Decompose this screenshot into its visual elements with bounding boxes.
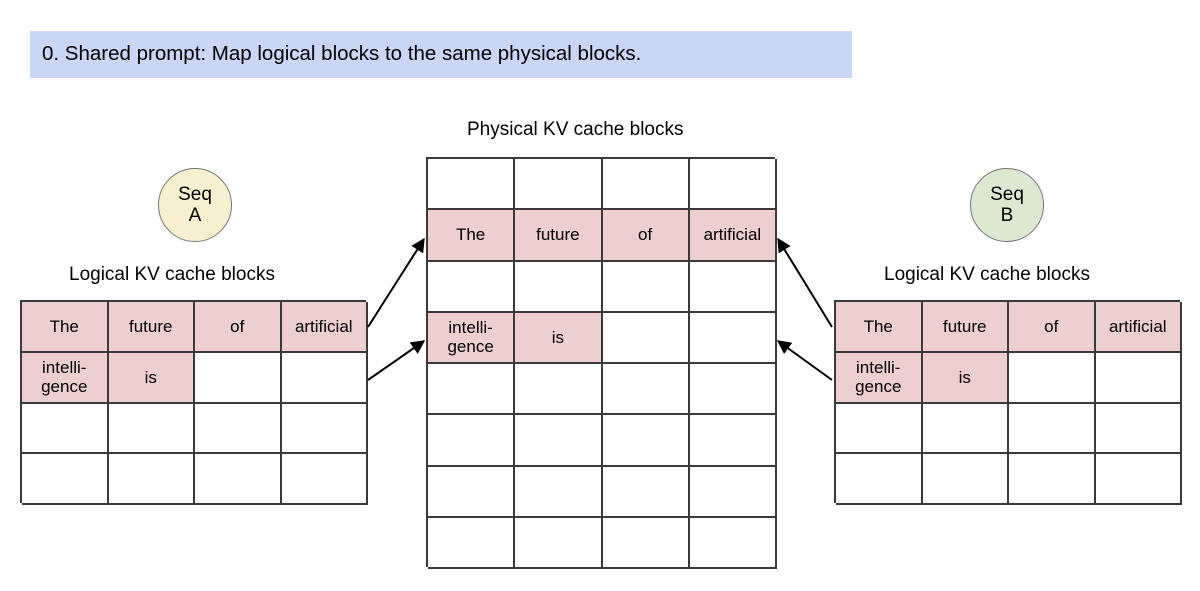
kv-block-cell xyxy=(515,261,603,313)
kv-block-cell xyxy=(689,312,777,364)
kv-block-cell: future xyxy=(515,210,603,262)
kv-block-cell xyxy=(515,517,603,569)
kv-block-cell xyxy=(195,352,282,404)
kv-block-cell xyxy=(22,403,109,455)
seq-a-label-line1: Seq xyxy=(178,183,212,205)
kv-block-cell xyxy=(22,454,109,505)
shared-prompt-text: 0. Shared prompt: Map logical blocks to … xyxy=(42,42,642,66)
kv-block-cell xyxy=(428,261,516,313)
logical-kv-cache-caption-right: Logical KV cache blocks xyxy=(884,264,1090,285)
logical-kv-cache-caption-left: Logical KV cache blocks xyxy=(69,264,275,285)
kv-block-cell xyxy=(689,415,777,467)
arrow-right-row1-to-physical-row2 xyxy=(777,237,833,328)
kv-block-cell xyxy=(428,364,516,416)
kv-block-cell: of xyxy=(195,302,282,353)
kv-block-cell xyxy=(1009,403,1096,455)
kv-block-cell: artificial xyxy=(689,210,777,262)
kv-block-cell xyxy=(1009,352,1096,404)
kv-block-cell: The xyxy=(428,210,516,262)
kv-block-cell: is xyxy=(108,352,195,404)
arrow-right-row2-to-physical-row4 xyxy=(776,340,833,381)
kv-block-cell xyxy=(515,159,603,211)
seq-b-badge: Seq B xyxy=(970,168,1044,242)
kv-block-cell xyxy=(281,352,368,404)
kv-block-cell xyxy=(281,454,368,505)
seq-b-label-line1: Seq xyxy=(990,183,1024,205)
kv-block-cell xyxy=(689,159,777,211)
arrow-left-row1-to-physical-row2 xyxy=(367,237,425,328)
kv-block-cell xyxy=(836,454,923,505)
kv-block-cell xyxy=(1095,403,1182,455)
kv-block-cell xyxy=(602,466,690,518)
kv-block-cell: future xyxy=(108,302,195,353)
kv-block-cell xyxy=(281,403,368,455)
seq-a-badge: Seq A xyxy=(158,168,232,242)
kv-block-cell xyxy=(1095,454,1182,505)
kv-block-cell xyxy=(428,517,516,569)
seq-b-label-line2: B xyxy=(1000,205,1014,226)
kv-block-cell: intelli-gence xyxy=(836,352,923,404)
kv-block-cell xyxy=(428,466,516,518)
kv-block-cell xyxy=(108,454,195,505)
kv-block-cell xyxy=(602,159,690,211)
kv-block-cell xyxy=(108,403,195,455)
kv-block-cell: is xyxy=(515,312,603,364)
kv-block-cell: artificial xyxy=(1095,302,1182,353)
kv-block-cell xyxy=(922,454,1009,505)
kv-block-cell xyxy=(515,415,603,467)
kv-block-cell xyxy=(195,454,282,505)
kv-block-cell xyxy=(689,517,777,569)
kv-block-cell xyxy=(428,415,516,467)
kv-block-cell: The xyxy=(836,302,923,353)
kv-block-cell: The xyxy=(22,302,109,353)
shared-prompt-banner: 0. Shared prompt: Map logical blocks to … xyxy=(30,31,852,78)
kv-block-cell xyxy=(689,261,777,313)
kv-block-cell: intelli-gence xyxy=(22,352,109,404)
kv-block-cell: artificial xyxy=(281,302,368,353)
kv-block-cell xyxy=(602,261,690,313)
kv-block-cell xyxy=(602,415,690,467)
kv-block-cell xyxy=(1095,352,1182,404)
kv-block-cell xyxy=(689,466,777,518)
arrow-left-row2-to-physical-row4 xyxy=(367,340,426,381)
kv-block-cell: future xyxy=(922,302,1009,353)
kv-block-cell: intelli-gence xyxy=(428,312,516,364)
kv-block-cell xyxy=(195,403,282,455)
kv-block-cell xyxy=(515,466,603,518)
kv-block-cell xyxy=(1009,454,1096,505)
kv-block-cell xyxy=(515,364,603,416)
kv-block-cell: of xyxy=(602,210,690,262)
kv-block-cell xyxy=(602,364,690,416)
kv-block-cell: of xyxy=(1009,302,1096,353)
kv-block-cell xyxy=(922,403,1009,455)
kv-block-cell xyxy=(689,364,777,416)
kv-block-cell xyxy=(836,403,923,455)
kv-block-cell xyxy=(602,312,690,364)
kv-block-cell xyxy=(428,159,516,211)
kv-block-cell: is xyxy=(922,352,1009,404)
kv-block-cell xyxy=(602,517,690,569)
physical-kv-cache-caption: Physical KV cache blocks xyxy=(467,119,684,140)
seq-a-label-line2: A xyxy=(188,205,202,226)
